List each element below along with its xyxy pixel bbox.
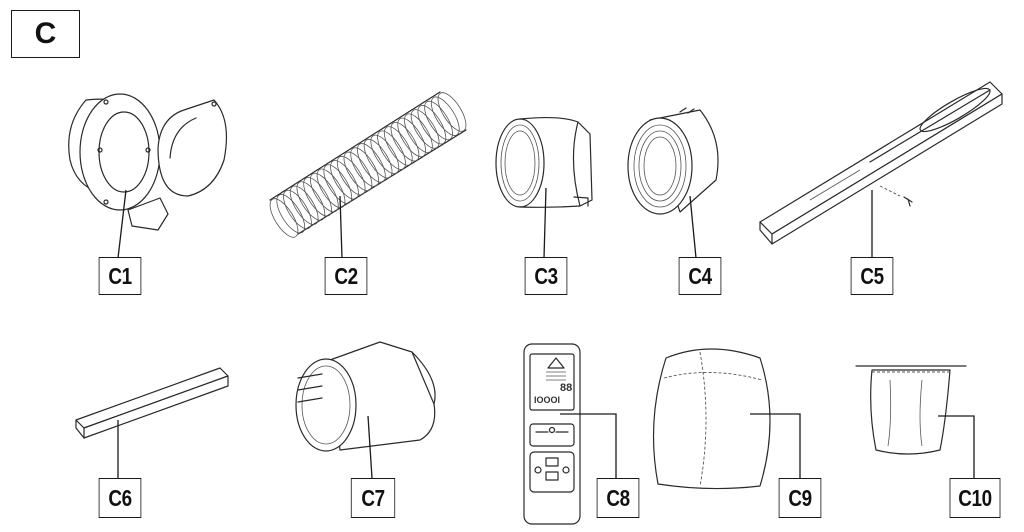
part-label-c2: C2	[324, 257, 368, 295]
part-label-c9: C9	[778, 478, 822, 518]
dust-cover-icon	[652, 348, 771, 490]
part-label-c1: C1	[98, 257, 142, 295]
hose-coil	[316, 168, 346, 208]
hose-coil	[309, 172, 339, 213]
flexible-hose-icon	[269, 91, 467, 238]
hose-coil	[330, 160, 359, 200]
hose-coil	[303, 177, 332, 217]
hose-coil	[289, 185, 319, 225]
hose-coil	[424, 100, 453, 141]
hose-coil	[390, 122, 420, 162]
part-label-c10: C10	[949, 478, 1001, 518]
hose-coil	[404, 113, 433, 153]
hose-coil	[437, 92, 467, 132]
hose-coil	[357, 143, 386, 183]
hose-coil	[276, 194, 306, 234]
hose-coil	[397, 117, 427, 158]
hose-coil	[296, 181, 326, 221]
hose-coil	[430, 96, 460, 136]
hose-coupler-icon	[495, 116, 593, 208]
remote-display-text: IOOOI	[534, 395, 560, 405]
hose-coil	[410, 109, 440, 149]
window-nozzle-icon	[295, 341, 436, 452]
window-adapter-icon	[68, 93, 228, 231]
part-label-c7: C7	[350, 478, 396, 518]
part-label-c5: C5	[850, 257, 894, 295]
hose-bag-icon	[855, 365, 967, 455]
hose-coil	[283, 189, 312, 230]
hose-coil	[343, 151, 373, 192]
part-label-c6: C6	[98, 478, 142, 518]
section-label: C	[11, 10, 80, 58]
hose-coil	[377, 130, 406, 170]
slider-extension-icon	[75, 367, 229, 439]
leader-lines	[117, 187, 975, 479]
remote-control-icon: 88 IOOOI	[523, 343, 581, 525]
part-label-c3: C3	[524, 257, 568, 295]
part-label-c4: C4	[678, 257, 722, 295]
hose-coil	[383, 126, 413, 166]
hose-coil	[350, 147, 379, 187]
hose-coil	[370, 134, 400, 175]
hose-coil	[269, 198, 299, 238]
hose-coil	[336, 155, 366, 196]
hose-coil	[363, 138, 393, 179]
hose-coil	[417, 105, 447, 145]
remote-temperature: 88	[560, 382, 572, 394]
window-slider-kit-icon	[759, 81, 1003, 245]
part-label-c8: C8	[596, 478, 640, 518]
hose-adapter-icon	[627, 107, 719, 215]
hose-coil	[323, 164, 353, 204]
